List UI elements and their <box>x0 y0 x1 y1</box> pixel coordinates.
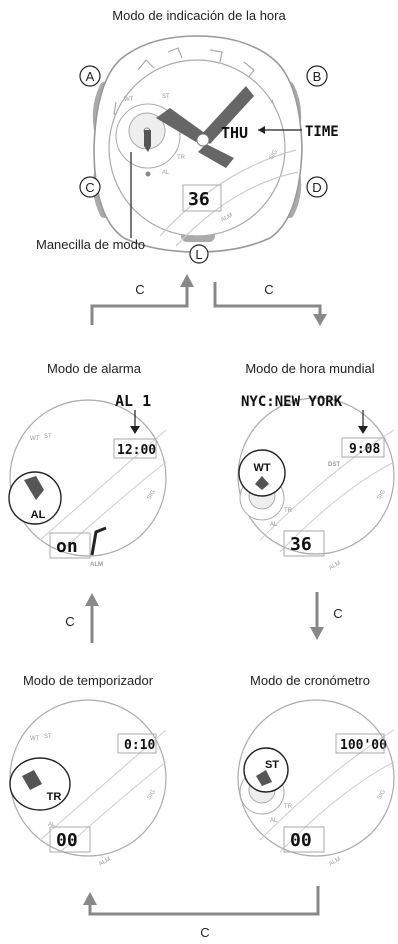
timer-mode-title: Modo de temporizador <box>23 673 154 688</box>
svg-text:L: L <box>195 247 202 262</box>
world-digits: 36 <box>290 534 312 555</box>
arrow-up-c: C <box>65 593 99 643</box>
svg-text:ST: ST <box>265 759 279 771</box>
timer-digits: 00 <box>56 830 78 851</box>
stopwatch-digits: 00 <box>290 830 312 851</box>
alarm-status: on <box>56 536 78 557</box>
svg-text:ST: ST <box>44 434 52 440</box>
svg-text:D: D <box>312 180 321 195</box>
day-display: THU <box>221 124 248 142</box>
svg-text:ALM: ALM <box>98 856 112 867</box>
world-highlight-circle <box>238 449 286 497</box>
svg-text:ST: ST <box>44 734 52 740</box>
stopwatch-mode-title: Modo de cronómetro <box>250 673 370 688</box>
main-title: Modo de indicación de la hora <box>112 8 286 23</box>
alarm-label: AL 1 <box>115 392 151 410</box>
stopwatch-time: 100'00 <box>340 738 387 753</box>
arrow-bottom-c: C <box>83 886 320 940</box>
svg-text:C: C <box>333 606 342 621</box>
subdial-tr-label: TR <box>177 155 186 161</box>
svg-text:A: A <box>86 69 95 84</box>
svg-text:C: C <box>264 282 273 297</box>
mode-hand <box>144 130 151 152</box>
timer-watch: 0:10 00 ALM SIG WT ST AL TR <box>9 699 167 868</box>
alarm-time: 12:00 <box>117 443 156 458</box>
svg-text:TR: TR <box>47 791 62 803</box>
subdial-wt-label: WT <box>124 97 134 103</box>
dial-band <box>159 149 297 237</box>
subdial-st-label: ST <box>162 94 170 100</box>
svg-text:C: C <box>200 925 209 940</box>
arrow-right-c: C <box>213 282 327 326</box>
svg-text:TR: TR <box>284 508 293 514</box>
svg-text:B: B <box>313 69 322 84</box>
svg-text:C: C <box>85 180 94 195</box>
world-watch: NYC:NEW YORK 9:08 DST 36 ALM SIG TR AL W… <box>237 394 395 572</box>
svg-text:SIG: SIG <box>377 489 388 501</box>
mode-hand-label: Manecilla de modo <box>36 237 145 252</box>
svg-text:SIG: SIG <box>147 789 158 801</box>
arrow-down-c: C <box>310 592 343 640</box>
hand-pivot <box>196 133 210 147</box>
svg-text:ALM: ALM <box>328 560 342 571</box>
svg-text:TR: TR <box>284 804 293 810</box>
bezel-sig: SIG <box>269 149 280 161</box>
button-d[interactable]: D <box>306 176 328 198</box>
main-watch: WT ST TR AL THU 36 SIG ALM TIME Manecill… <box>36 35 339 264</box>
hour-hand <box>156 108 206 142</box>
svg-text:C: C <box>65 614 74 629</box>
time-pointer-label: TIME <box>305 124 339 140</box>
timer-time: 0:10 <box>124 738 155 753</box>
svg-text:AL: AL <box>48 822 56 828</box>
world-mode-title: Modo de hora mundial <box>245 361 374 376</box>
svg-text:WT: WT <box>30 736 40 742</box>
subdial-al-label: AL <box>162 170 170 176</box>
svg-text:SIG: SIG <box>377 789 388 801</box>
bezel-alm: ALM <box>220 212 234 223</box>
button-c[interactable]: C <box>79 176 101 198</box>
svg-text:ALM: ALM <box>328 856 342 867</box>
minute-hand <box>200 86 254 144</box>
svg-text:SIG: SIG <box>147 489 158 501</box>
svg-text:WT: WT <box>253 462 270 474</box>
svg-text:AL: AL <box>31 509 46 521</box>
svg-text:ALM: ALM <box>90 562 103 568</box>
digit-display: 36 <box>188 189 210 210</box>
button-a[interactable]: A <box>79 65 101 87</box>
world-city-label: NYC:NEW YORK <box>241 394 343 410</box>
button-l[interactable]: L <box>189 244 209 264</box>
stopwatch-watch: 100'00 00 ALM SIG TR AL ST <box>237 699 395 868</box>
arrow-left-c: C <box>90 274 194 325</box>
world-time: 9:08 <box>349 442 380 457</box>
svg-text:DST: DST <box>328 462 340 468</box>
svg-text:C: C <box>135 282 144 297</box>
svg-text:WT: WT <box>30 436 40 442</box>
button-b[interactable]: B <box>306 65 328 87</box>
alarm-watch: AL 1 12:00 on ALM SIG WT ST AL <box>8 392 167 568</box>
svg-text:AL: AL <box>270 818 278 824</box>
svg-text:AL: AL <box>270 522 278 528</box>
alarm-mode-title: Modo de alarma <box>47 361 142 376</box>
